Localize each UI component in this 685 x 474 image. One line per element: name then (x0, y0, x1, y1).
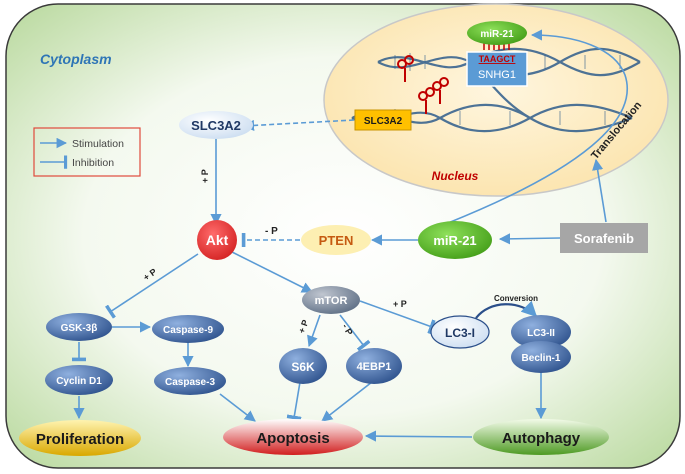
lc3i-label: LC3-I (445, 326, 475, 340)
proliferation-node (19, 420, 141, 456)
snhg1-label: SNHG1 (478, 69, 516, 81)
beclin1-label: Beclin-1 (522, 353, 561, 364)
mtor-node (302, 286, 360, 314)
legend-stimulation-label: Stimulation (72, 138, 124, 150)
4ebp1-label: 4EBP1 (357, 361, 392, 373)
caspase3-node (154, 367, 226, 395)
slc3a2-label: SLC3A2 (191, 118, 241, 133)
akt-label: Akt (206, 232, 229, 248)
slc3a2-gene-box (354, 109, 412, 131)
dna-rungs (369, 53, 621, 127)
autophagy-label: Autophagy (502, 430, 581, 447)
lc3i-node (430, 315, 490, 349)
slc3a2-gene-label: SLC3A2 (364, 116, 403, 127)
legend-inhibition-label: Inhibition (72, 157, 114, 169)
sorafenib-label: Sorafenib (574, 231, 634, 246)
cyclind1-label: Cyclin D1 (56, 376, 102, 387)
taagct-label: TAAGCT (479, 54, 516, 64)
proliferation-label: Proliferation (36, 431, 124, 448)
cyclind1-node (45, 365, 113, 395)
conversion-arrow (475, 300, 538, 319)
caspase9-node (152, 315, 224, 343)
akt-node (197, 220, 237, 260)
pten-node (301, 225, 371, 255)
rna-hairpins (397, 55, 449, 114)
legend-box (33, 127, 141, 177)
conversion-label: Conversion (494, 294, 538, 303)
lc3ii-label: LC3-II (527, 328, 555, 339)
autophagy-node (473, 419, 609, 455)
s6k-label: S6K (291, 360, 315, 374)
apoptosis-label: Apoptosis (256, 430, 329, 447)
beclin1-node (511, 341, 571, 373)
slc3a2-node (179, 111, 253, 139)
mtor-label: mTOR (315, 295, 348, 307)
mir21-label: miR-21 (433, 233, 476, 248)
caspase3-label: Caspase-3 (165, 377, 215, 388)
plus-p-mtor-lc3: + P (393, 299, 407, 309)
lc3ii-node (511, 315, 571, 349)
mir21-nucleus-label: miR-21 (480, 29, 514, 40)
4ebp1-node (346, 348, 402, 384)
pten-label: PTEN (319, 233, 354, 248)
sorafenib-node (560, 223, 648, 253)
s6k-node (279, 348, 327, 384)
mir21-node (418, 221, 492, 259)
minus-p-pten-akt: - P (265, 226, 278, 237)
nucleus-label: Nucleus (432, 169, 479, 183)
mir21-nucleus-node (467, 21, 527, 45)
snhg1-box (466, 51, 528, 87)
edges (71, 29, 628, 442)
minus-p-mtor-4ebp1: - P (340, 322, 354, 337)
gsk3b-node (46, 313, 112, 341)
cytoplasm-label: Cytoplasm (40, 51, 112, 67)
caspase9-label: Caspase-9 (163, 325, 213, 336)
plus-p-mtor-s6k: + P (296, 318, 310, 334)
plus-p-slc3a2-akt: + P (200, 169, 210, 183)
apoptosis-node (223, 419, 363, 455)
gsk3b-label: GSK-3β (61, 323, 98, 334)
